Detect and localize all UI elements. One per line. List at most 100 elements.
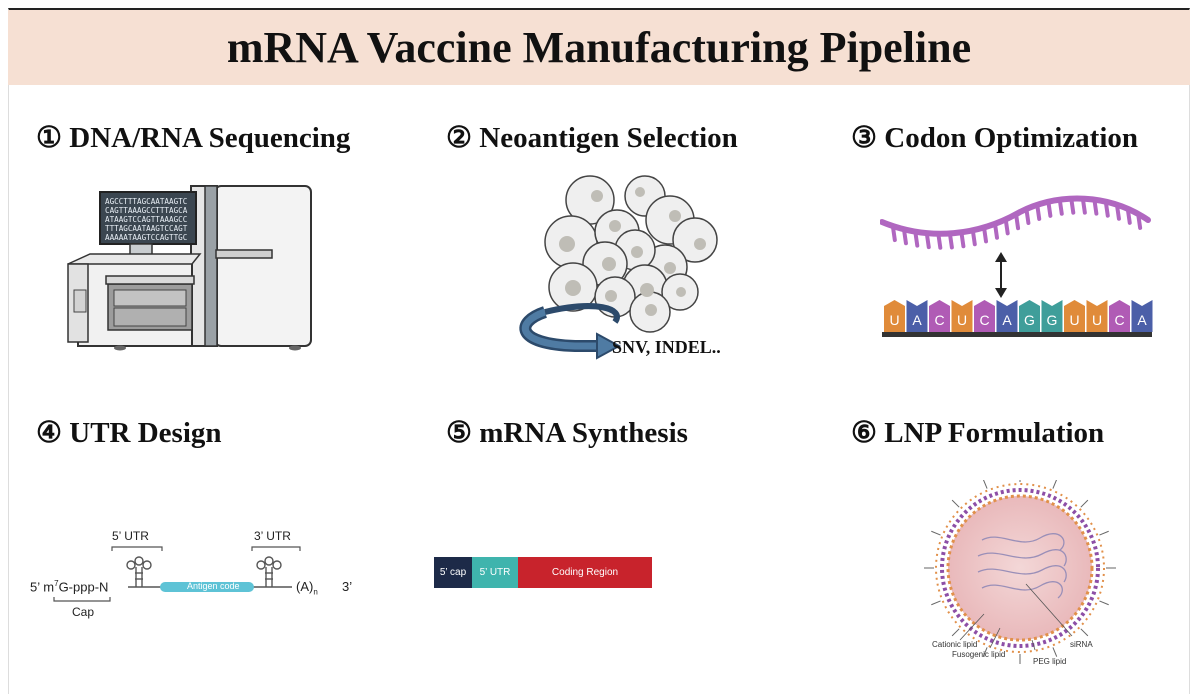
tumor-cells-icon xyxy=(519,175,718,360)
nucleotide-letter: G xyxy=(1047,312,1058,328)
cap-superscript: 7 xyxy=(54,579,59,588)
codon-tick xyxy=(1114,202,1121,221)
utr-diagram xyxy=(53,546,301,602)
nucleotide-block xyxy=(929,300,950,332)
utr-illustration: 5’ UTR 3’ UTR 5’ m7G-ppp-N Antigen code … xyxy=(30,525,360,625)
nucleotide-letter: A xyxy=(1002,312,1012,328)
three-prime-label: 3’ xyxy=(342,579,353,594)
codon-tick xyxy=(1080,196,1087,215)
sequence-line: AAAAATAAGTCCAGTTGC xyxy=(105,233,188,242)
cap-rest: G-ppp-N xyxy=(58,579,109,595)
sequence-line: AGCCTTTAGCAATAAGTC xyxy=(105,197,188,206)
polya-label: (A)n xyxy=(296,579,318,597)
codon-tick xyxy=(1003,217,1010,236)
segment-label: 3’ UTR xyxy=(665,567,697,578)
nucleotide-letter: U xyxy=(1092,312,1102,328)
codon-tick xyxy=(947,231,954,250)
codon-tick xyxy=(1057,197,1064,216)
peg-lipid-spike xyxy=(931,600,941,606)
nucleotide-block xyxy=(1041,300,1063,332)
segment-3utr: 3’ UTR xyxy=(652,557,710,588)
codon-tick xyxy=(1136,211,1143,230)
cap-structure: 5’ m7G-ppp-N xyxy=(30,579,108,594)
codon-tick xyxy=(936,231,943,250)
peg-lipid-spike xyxy=(951,499,960,508)
polya-text: (A) xyxy=(296,579,314,594)
codon-tick xyxy=(913,229,920,248)
codon-tick xyxy=(959,230,966,249)
peg-lipid-label: PEG lipid xyxy=(1033,657,1067,666)
three-utr-label: 3’ UTR xyxy=(254,529,291,543)
codon-tick xyxy=(1103,199,1110,218)
peg-lipid-spike xyxy=(951,628,960,637)
sequence-line: TTTAGCAATAAGTCCAGT xyxy=(105,224,188,233)
codon-tick xyxy=(1024,207,1031,226)
codon-tick xyxy=(970,228,977,247)
neoantigen-illustration: SNV, INDEL.. xyxy=(505,172,765,367)
sequence-line: ATAAGTCCAGTTAAAGCC xyxy=(105,215,188,224)
nucleotide-letter: C xyxy=(934,312,944,328)
five-prime-label: 5’ xyxy=(30,579,40,595)
fusogenic-lipid-label: Fusogenic lipid xyxy=(952,650,1006,659)
step-title-codon: ③ Codon Optimization xyxy=(851,122,1139,154)
codon-tick xyxy=(924,231,931,250)
nucleotide-letter: A xyxy=(1137,312,1147,328)
mutation-caption: SNV, INDEL.. xyxy=(612,337,721,357)
nucleotide-letter: U xyxy=(889,312,899,328)
nucleotide-block xyxy=(1064,300,1085,332)
peg-lipid-spike xyxy=(1099,530,1109,536)
figure-frame xyxy=(8,8,1190,694)
title-bar: mRNA Vaccine Manufacturing Pipeline xyxy=(8,10,1190,85)
codon-tick xyxy=(1046,199,1053,218)
step-title-neoantigen: ② Neoantigen Selection xyxy=(446,122,738,154)
peg-lipid-spike xyxy=(1080,628,1089,637)
nucleotide-block xyxy=(974,300,995,332)
segment-label: 5’ cap xyxy=(439,567,467,578)
lipid-nanoparticle-icon xyxy=(924,472,1116,664)
step-title-synthesis: ⑤ mRNA Synthesis xyxy=(446,417,688,449)
codon-tick xyxy=(992,221,999,240)
cap-label: Cap xyxy=(72,605,95,619)
peg-lipid-spike xyxy=(1052,647,1058,657)
figure-title: mRNA Vaccine Manufacturing Pipeline xyxy=(226,23,972,72)
codon-tick xyxy=(901,227,908,246)
cap-prefix: m xyxy=(43,579,55,595)
nucleotide-block xyxy=(996,300,1018,332)
segment-5utr: 5’ UTR xyxy=(472,557,518,588)
codon-tick xyxy=(1014,212,1021,231)
double-arrow-icon xyxy=(995,252,1007,298)
nucleotide-letter: C xyxy=(979,312,989,328)
peg-lipid-spike xyxy=(982,479,988,489)
nucleotide-block xyxy=(1131,300,1153,332)
lnp-illustration: Cationic lipid Fusogenic lipid PEG lipid… xyxy=(920,472,1120,675)
sirna-label: siRNA xyxy=(1070,640,1093,649)
nucleotide-block xyxy=(906,300,928,332)
mrna-strand-icon xyxy=(879,195,1151,250)
segment-polya-tail: Poly(A) tail xyxy=(710,557,790,588)
peg-lipid-spike xyxy=(931,530,941,536)
nucleotide-letter: U xyxy=(957,312,967,328)
peg-lipid-spike xyxy=(1080,499,1089,508)
codon-tick xyxy=(890,224,897,243)
sequence-line: CAGTTAAAGCCTTTAGCA xyxy=(105,206,188,215)
sequencer-illustration: AGCCTTTAGCAATAAGTC CAGTTAAAGCCTTTAGCA AT… xyxy=(60,180,330,355)
codon-tick xyxy=(1125,206,1132,225)
segment-coding-region: Coding Region xyxy=(518,557,652,588)
segment-label: Poly(A) tail xyxy=(725,567,775,578)
step-title-lnp: ⑥ LNP Formulation xyxy=(851,417,1105,449)
nucleotide-letter: A xyxy=(912,312,922,328)
segment-label: 5’ UTR xyxy=(479,567,511,578)
antigen-code-label: Antigen code xyxy=(187,581,240,591)
codon-tick xyxy=(1035,202,1042,221)
step-title-sequencing: ① DNA/RNA Sequencing xyxy=(36,122,351,154)
nucleotide-letter: G xyxy=(1024,312,1035,328)
peg-lipid-spike xyxy=(1052,479,1058,489)
nucleotide-block xyxy=(1086,300,1108,332)
segment-5cap: 5’ cap xyxy=(434,557,472,588)
peg-lipid-spike xyxy=(1099,600,1109,606)
nucleotide-block xyxy=(884,300,905,332)
sequencer-machine-icon xyxy=(67,185,312,351)
nucleotide-block xyxy=(951,300,973,332)
